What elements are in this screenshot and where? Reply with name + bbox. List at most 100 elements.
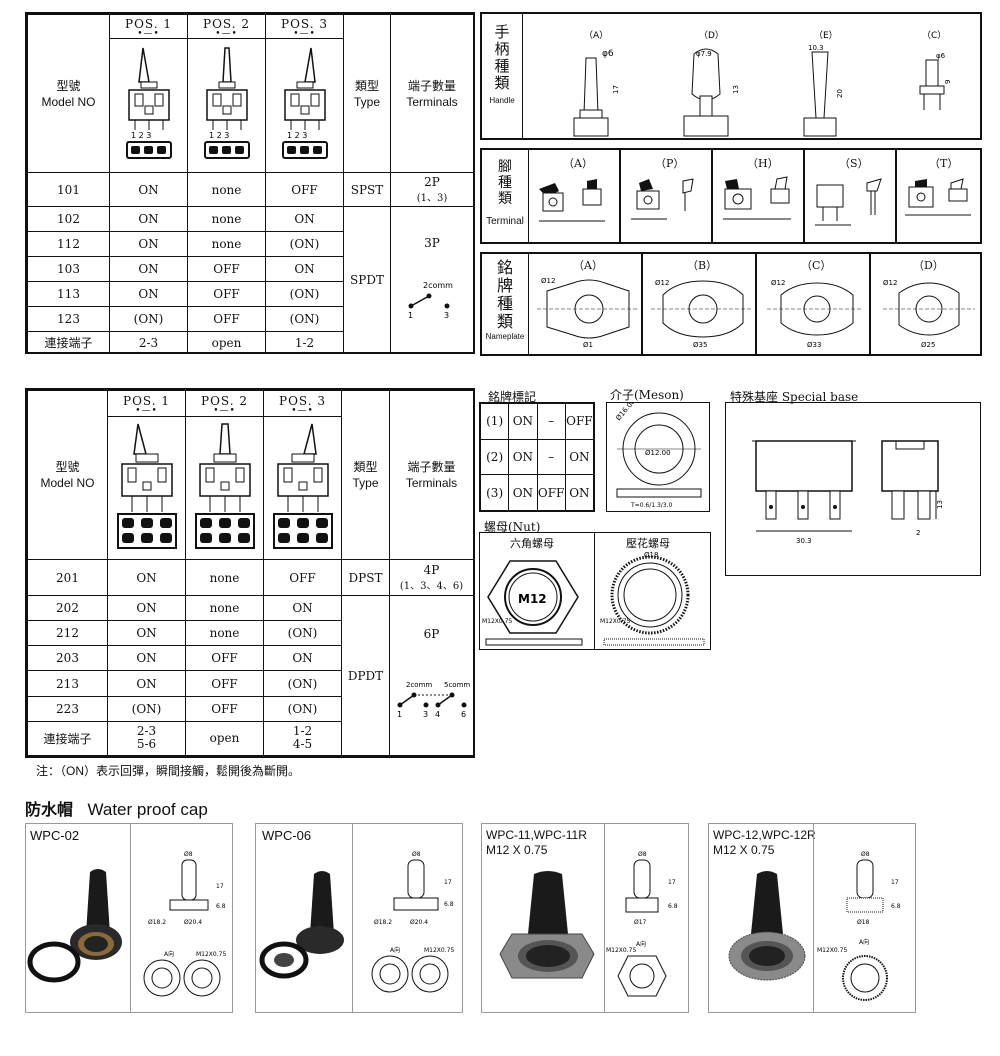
pos2-header: POS. 2•—• <box>187 14 266 39</box>
connect-value: 4-5 <box>292 737 313 752</box>
toggle-diagram-pos3 <box>263 416 342 560</box>
pos1-cell: ON <box>109 172 188 207</box>
dim-label: 17 <box>891 879 899 886</box>
item-label: （A） <box>563 157 593 170</box>
pos1-cell: ON <box>109 256 188 282</box>
title-char: 腳 <box>498 158 512 174</box>
model-label-en: Model NO <box>40 475 95 490</box>
model-header: 型號 Model NO <box>27 14 110 173</box>
pos3-cell: (ON) <box>263 620 342 647</box>
hex-nut-title: 六角螺母 <box>510 537 554 550</box>
type-cell: SPDT <box>343 206 391 354</box>
spdt-spec-table: 型號 Model NO POS. 1•—• POS. 2•—• POS. 3•—… <box>25 12 475 354</box>
model-cell: 101 <box>27 172 110 207</box>
model-cell: 201 <box>27 558 108 597</box>
pos3-header: POS. 3•—• <box>265 14 344 39</box>
product-thread: M12 X 0.75 <box>713 843 775 857</box>
model-cell: 202 <box>27 595 108 622</box>
dim-label: M12X0.75 <box>600 618 630 625</box>
pos1-cell: ON <box>107 558 186 597</box>
dim-label: M12X0.75 <box>424 947 454 954</box>
pos3-cell: (ON) <box>263 695 342 722</box>
nameplate-drawing: Ø12 Ø25 <box>883 279 975 349</box>
dim-label: φ7.9 <box>696 50 712 58</box>
item-label: （A） <box>573 259 603 272</box>
comm-label: 2comm <box>423 281 453 290</box>
connect-label: 連接端子 <box>27 720 108 757</box>
pos3-cell: ON <box>265 256 344 282</box>
cap-photo <box>27 869 122 983</box>
terminals-cell: 6P 2comm 5comm 1 3 4 6 <box>389 595 474 756</box>
type-label-zh: 類型 <box>353 459 378 474</box>
cap-drawing: Ø8 17 6.8 Ø17 A向 M12X0.75 <box>606 851 678 997</box>
switch-symbol: •—• <box>213 405 236 416</box>
mark-cell: – <box>536 403 566 440</box>
pin-label: 4 <box>435 710 440 719</box>
model-cell: 112 <box>27 231 110 257</box>
terminal-drawing <box>539 179 605 222</box>
title-char: 類 <box>498 190 512 206</box>
dim-label: Ø12 <box>883 279 897 287</box>
cap-photo <box>499 871 595 979</box>
item-label: （D） <box>913 259 944 272</box>
toggle-diagram-pos1: 1 2 3 <box>109 38 188 173</box>
mark-cell: – <box>536 438 566 476</box>
terminals-label-en: Terminals <box>406 94 458 109</box>
title-en: Terminal <box>486 216 524 227</box>
nameplate-b: （B） Ø12 Ø35 <box>642 252 756 356</box>
dim-label: φ6 <box>936 52 946 60</box>
product-name: WPC-02 <box>30 828 80 843</box>
dim-label: Ø8 <box>861 851 870 858</box>
nameplate-d: （D） Ø12 Ø25 <box>870 252 982 356</box>
pin-numbers: 1 2 3 <box>131 131 151 140</box>
spec-table-1: 型號 Model NO POS. 1•—• POS. 2•—• POS. 3•—… <box>27 14 474 354</box>
pos1-cell: ON <box>107 620 186 647</box>
product-name: WPC-11,WPC-11R <box>486 828 587 842</box>
connect-label: 連接端子 <box>27 331 110 354</box>
dim-label: Ø12 <box>541 277 555 285</box>
nameplate-drawing: Ø12 Ø1 <box>537 277 637 349</box>
waterproof-card-wpc-06: WPC-06 Ø8 17 6.8 Ø18.2 Ø20.4 A向 M12X0.75 <box>255 823 463 1013</box>
pos3-cell: 1-2 <box>265 331 344 354</box>
pos1-cell: ON <box>109 231 188 257</box>
terminals-pins: (1、3) <box>416 193 448 204</box>
dim-label: 6.8 <box>216 903 226 910</box>
model-cell: 213 <box>27 670 108 697</box>
pos1-label: POS. 1 <box>125 16 172 31</box>
pos2-cell: none <box>185 595 264 622</box>
toggle-switch-icon: 1 2 3 <box>125 47 172 159</box>
mark-cell: ON <box>508 438 538 476</box>
dim-label: 17 <box>216 883 224 890</box>
title-en: Handle <box>489 96 515 105</box>
title-char: 類 <box>496 314 513 331</box>
dim-label: φ6 <box>602 49 614 59</box>
svg-text:1 2 3: 1 2 3 <box>287 131 307 140</box>
terminal-title: 腳 種 類 Terminal <box>482 150 529 242</box>
handle-e: （E） 10.3 20 <box>803 30 844 137</box>
product-name: WPC-06 <box>262 828 312 843</box>
pos1-cell: (ON) <box>109 306 188 332</box>
waterproof-title: 防水帽 Water proof cap <box>25 796 208 820</box>
pos3-cell: (ON) <box>265 231 344 257</box>
dim-label: T=0.6/1.3/3.0 <box>630 502 673 509</box>
dim-label: Ø1 <box>583 341 593 349</box>
pos3-label: POS. 3 <box>279 393 326 408</box>
toggle-switch-icon: 1 2 3 <box>203 47 250 159</box>
waterproof-title-zh: 防水帽 <box>25 802 74 819</box>
title-char: 銘 <box>496 260 513 277</box>
type-label-en: Type <box>352 475 379 490</box>
meson-panel: Ø16.00 Ø12.00 T=0.6/1.3/3.0 <box>606 402 710 512</box>
pos2-label: POS. 2 <box>203 16 250 31</box>
title-char: 種 <box>498 174 512 190</box>
nut-panel: 六角螺母 壓花螺母 M12 M12X0.75 Ø18 M12X0.75 <box>479 532 711 650</box>
dim-label: 6.8 <box>891 903 901 910</box>
dim-label: 13 <box>732 85 740 94</box>
dim-label: M12X0.75 <box>817 947 847 954</box>
dim-label: M12X0.75 <box>482 618 512 625</box>
model-cell: 223 <box>27 695 108 722</box>
pos3-cell: ON <box>263 645 342 672</box>
model-cell: 123 <box>27 306 110 332</box>
dim-label: Ø12 <box>771 279 785 287</box>
pos3-cell: ON <box>265 206 344 232</box>
